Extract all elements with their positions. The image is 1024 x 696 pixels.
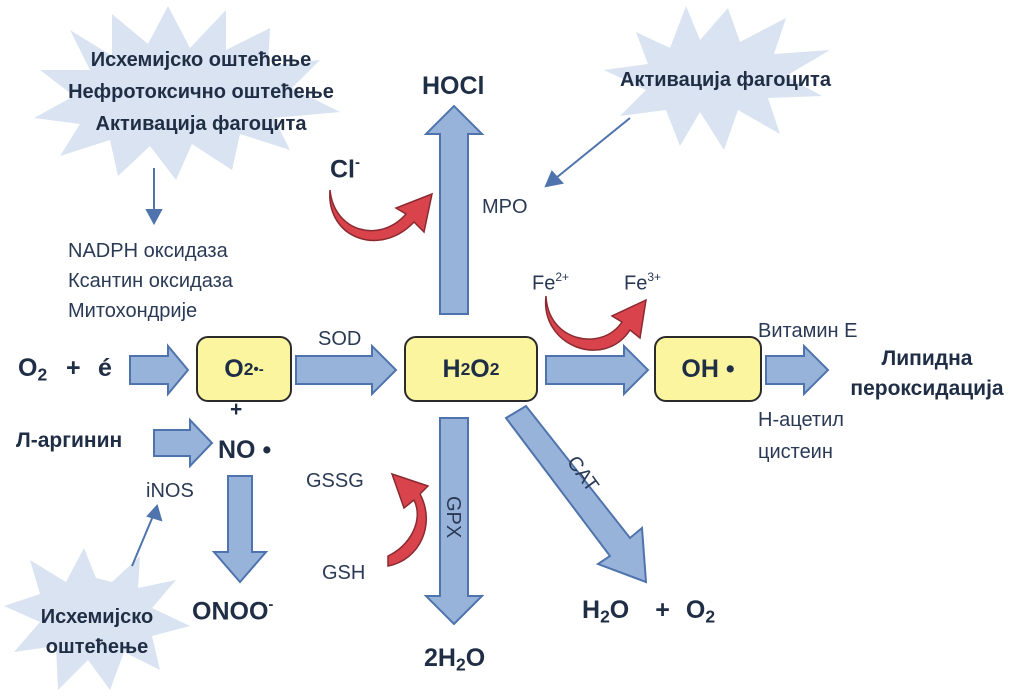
vitamin-e-label: Витамин Е: [758, 320, 858, 342]
start-oxygen: O2: [18, 354, 48, 385]
hydroxyl-box: OH •: [654, 336, 762, 402]
star-line: Нефротоксично оштећење: [68, 81, 334, 103]
star-line: Исхемијско: [40, 606, 154, 628]
inos-label: iNOS: [146, 480, 194, 502]
curved-arrow-fe: [545, 295, 647, 351]
star-burst-bottom-left: [4, 548, 190, 690]
arrow-h2o2-to-oh: [545, 343, 650, 397]
arrow-no-to-onoo: [211, 475, 269, 584]
star-burst-top-right: [604, 6, 830, 150]
source-list: NADPH оксидаза Ксантин оксидаза Митохонд…: [68, 236, 233, 326]
star-text-top-right: Активација фагоцита: [620, 69, 831, 91]
l-arginine-label: Л-аргинин: [16, 429, 123, 452]
source-item: NADPH оксидаза: [68, 240, 228, 262]
thin-arrow-top-right: [544, 117, 631, 188]
nac-line: Н-ацетил: [758, 409, 844, 431]
start-electron: é: [98, 354, 112, 382]
star-line: Исхемијско оштећење: [90, 49, 312, 71]
thin-arrow-bottom-left: [131, 503, 163, 567]
chloride-label: Cl-: [330, 154, 360, 184]
arrow-superoxide-to-h2o2: [295, 343, 398, 397]
gssg-label: GSSG: [306, 470, 364, 492]
curved-arrow-glutathione: [387, 472, 430, 567]
star-line: Активација фагоцита: [95, 113, 307, 135]
arrow-h2o2-to-water-o2: [504, 404, 648, 584]
arrow-h2o2-to-hocl: [423, 104, 485, 315]
products-label: H2O+O2: [582, 596, 716, 627]
nitric-oxide-label: NO •: [218, 436, 272, 464]
star-text-bottom-left: Исхемијско оштећење: [22, 602, 172, 662]
source-item: Ксантин оксидаза: [68, 270, 233, 292]
n-acetylcysteine-label: Н-ацетил цистеин: [758, 404, 844, 468]
curved-arrow-cl: [329, 189, 434, 242]
lipid-peroxidation-label: Липидна пероксидација: [838, 344, 1016, 404]
mpo-label: MPO: [482, 196, 528, 218]
hocl-label: HOCl: [422, 72, 485, 100]
star-line: оштећење: [45, 636, 149, 658]
sod-label: SOD: [318, 328, 362, 350]
lipid-line: Липидна: [881, 347, 973, 370]
fe2-label: Fe2+: [532, 270, 570, 295]
gpx-label: GPX: [442, 496, 464, 539]
start-plus: +: [66, 354, 81, 382]
star-burst-top-left: [34, 6, 340, 180]
nac-line: цистеин: [758, 441, 833, 463]
arrow-oh-to-lipid: [765, 343, 830, 397]
lipid-line: пероксидација: [850, 377, 1004, 400]
source-item: Митохондрије: [68, 300, 198, 322]
arrow-h2o2-to-water: [423, 417, 485, 626]
gsh-label: GSH: [322, 562, 366, 584]
plus-label: +: [230, 398, 243, 421]
thin-arrow-top-left: [145, 168, 163, 226]
fe3-label: Fe3+: [624, 270, 662, 295]
star-text-top-left: Исхемијско оштећење Нефротоксично оштеће…: [40, 44, 362, 140]
arrow-l-arginine-to-no: [153, 417, 214, 469]
arrow-o2-to-superoxide: [129, 343, 190, 397]
water-bottom-label: 2H2O: [424, 644, 486, 675]
peroxynitrite-label: ONOO-: [192, 596, 274, 626]
